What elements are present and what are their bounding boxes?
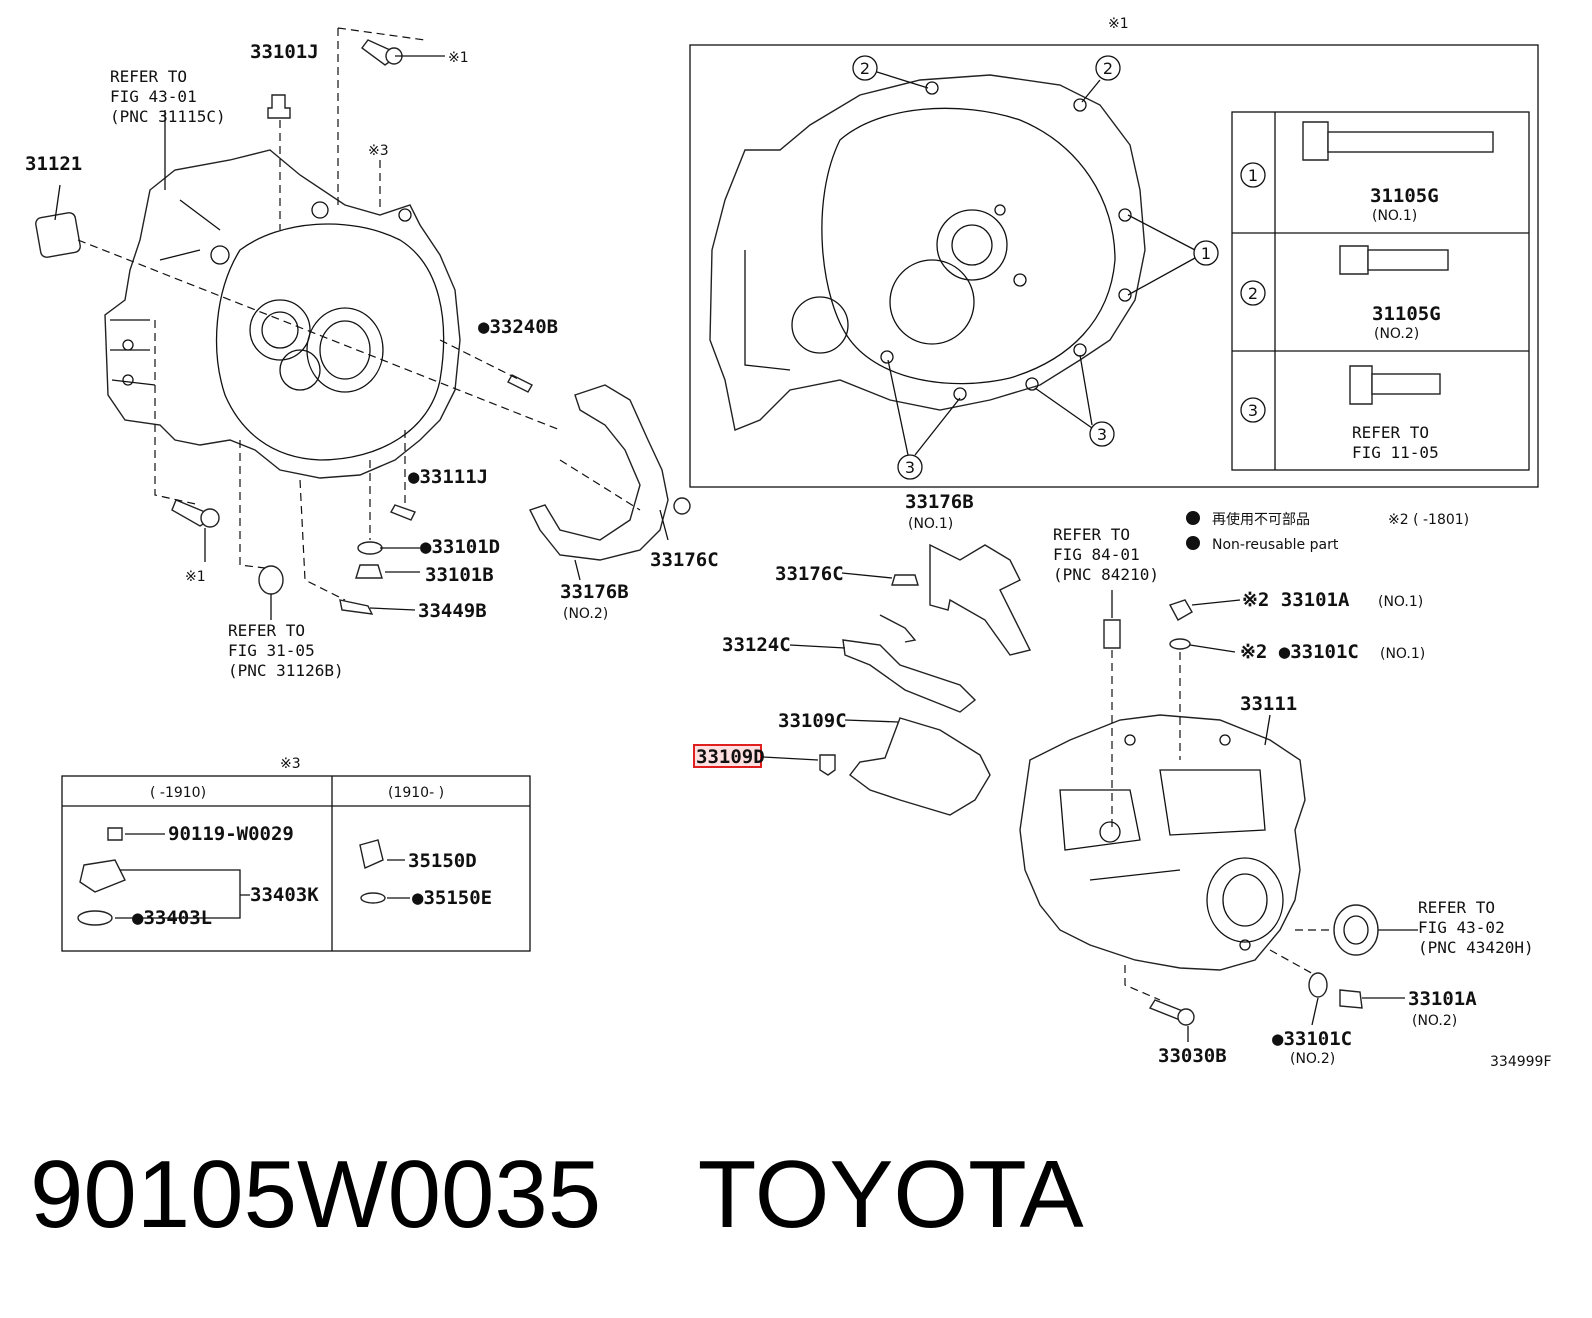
right-leaders	[1111, 590, 1418, 1042]
figure-code: 334999F	[1490, 1054, 1552, 1070]
legend: 再使用不可部品 Non-reusable part ※2 ( -1801)	[1186, 511, 1469, 553]
refer-31-05-line1: REFER TO	[228, 621, 305, 640]
refer-43-01-line3: (PNC 31115C)	[110, 107, 226, 126]
shield-33176b-no2	[529, 384, 669, 561]
inset-33403k: 33403K	[250, 884, 319, 906]
refer-43-01-line2: FIG 43-01	[110, 87, 197, 106]
parts-diagram: 33101J ※1 REFER TO FIG 43-01 (PNC 31115C…	[25, 16, 1552, 1070]
clutch-housing-drawing	[104, 149, 461, 479]
label-no2-a: (NO.2)	[563, 606, 608, 622]
inset-col1-header: ( -1910)	[150, 785, 206, 801]
label-33176c-left: 33176C	[650, 549, 719, 571]
label-33176b-no1: 33176B	[905, 491, 974, 513]
middle-parts	[819, 543, 1032, 816]
label-no1-c: (NO.1)	[1380, 646, 1425, 662]
label-no2-c: (NO.2)	[1290, 1051, 1335, 1067]
label-33109c: 33109C	[778, 710, 847, 732]
label-33101c-no2: ●33101C	[1272, 1028, 1352, 1050]
bolt-key-3: 3	[1248, 401, 1258, 420]
label-33101j: 33101J	[250, 41, 319, 63]
bolt-sub-2: (NO.2)	[1374, 326, 1419, 342]
brand-name: TOYOTA	[697, 1141, 1084, 1248]
refer-84-01-line3: (PNC 84210)	[1053, 565, 1159, 584]
legend-note2: ※2 ( -1801)	[1388, 512, 1469, 528]
refer-84-01-line1: REFER TO	[1053, 525, 1130, 544]
callout-1: 1	[1201, 244, 1211, 263]
refer-84-01-line2: FIG 84-01	[1053, 545, 1140, 564]
bolt-key-2: 2	[1248, 284, 1258, 303]
legend-jp: 再使用不可部品	[1212, 511, 1310, 528]
label-31121: 31121	[25, 153, 82, 175]
label-33240b: ●33240B	[478, 316, 558, 338]
bolt-part-1: 31105G	[1370, 185, 1439, 207]
refer-43-02-line2: FIG 43-02	[1418, 918, 1505, 937]
label-33449b: 33449B	[418, 600, 487, 622]
middle-labels: 33176B (NO.1) 33176C 33124C 33109C 33109…	[693, 491, 974, 768]
label-33111j: ●33111J	[408, 466, 488, 488]
refer-31-05-line3: (PNC 31126B)	[228, 661, 344, 680]
part-title: 90105W0035 TOYOTA	[30, 1140, 1084, 1250]
bolt-key-1: 1	[1248, 166, 1258, 185]
label-33101d: ●33101D	[420, 536, 500, 558]
label-33101b: 33101B	[425, 564, 494, 586]
inset-35150e: ●35150E	[412, 887, 492, 909]
bolt-sub-3: FIG 11-05	[1352, 443, 1439, 462]
label-no1-b: (NO.1)	[1378, 594, 1423, 610]
inset-col2-header: (1910- )	[388, 785, 444, 801]
label-33176c-mid: 33176C	[775, 563, 844, 585]
right-labels: REFER TO FIG 84-01 (PNC 84210) ※2 33101A…	[1053, 525, 1552, 1070]
left-labels: 33101J ※1 REFER TO FIG 43-01 (PNC 31115C…	[25, 41, 719, 680]
legend-en: Non-reusable part	[1212, 537, 1339, 553]
note1-left: ※1	[185, 569, 206, 585]
label-33101a-no2: 33101A	[1408, 988, 1477, 1010]
note1-box: ※1	[1108, 16, 1129, 32]
label-33101c-no1: ※2 ●33101C	[1240, 641, 1359, 663]
inset-note3: ※3	[280, 756, 301, 772]
part-number: 90105W0035	[30, 1141, 602, 1248]
label-33111: 33111	[1240, 693, 1297, 715]
housing-bolt-detail-box: ※1 2 2 1 3 3 1 2	[689, 16, 1539, 488]
callout-3b: 3	[905, 458, 915, 477]
note3-top: ※3	[368, 143, 389, 159]
refer-43-01-line1: REFER TO	[110, 67, 187, 86]
inset-35150d: 35150D	[408, 850, 477, 872]
label-33176b-no2: 33176B	[560, 581, 629, 603]
label-33124c: 33124C	[722, 634, 791, 656]
callout-2a: 2	[860, 59, 870, 78]
label-no1-a: (NO.1)	[908, 516, 953, 532]
refer-43-02-line1: REFER TO	[1418, 898, 1495, 917]
bolt-part-2: 31105G	[1372, 303, 1441, 325]
callout-2b: 2	[1103, 59, 1113, 78]
label-33109d: 33109D	[696, 746, 765, 768]
bolt-sub-1: (NO.1)	[1372, 208, 1417, 224]
refer-31-05-line2: FIG 31-05	[228, 641, 315, 660]
label-no2-b: (NO.2)	[1412, 1013, 1457, 1029]
inset-33403l: ●33403L	[132, 907, 212, 929]
left-leader-lines	[54, 27, 669, 620]
callout-3a: 3	[1097, 425, 1107, 444]
note1-top: ※1	[448, 50, 469, 66]
transaxle-case-drawing	[1019, 599, 1379, 1026]
inset-table: ※3 ( -1910) (1910- ) 90119-W0029 33403K …	[61, 756, 531, 952]
bolt-part-3: REFER TO	[1352, 423, 1429, 442]
highlight-33109d	[693, 744, 762, 768]
left-small-parts	[35, 39, 533, 615]
inset-90119: 90119-W0029	[168, 823, 294, 845]
label-33030b: 33030B	[1158, 1045, 1227, 1067]
refer-43-02-line3: (PNC 43420H)	[1418, 938, 1534, 957]
label-33101a-no1: ※2 33101A	[1242, 589, 1350, 611]
